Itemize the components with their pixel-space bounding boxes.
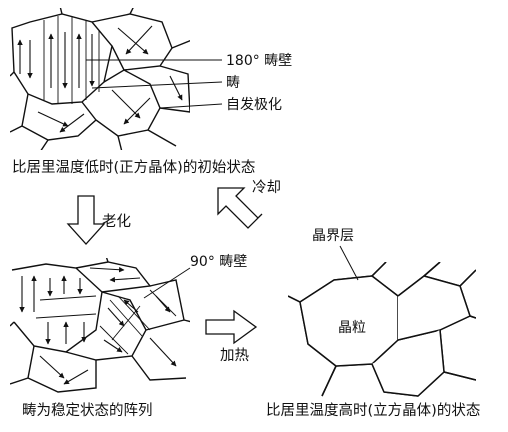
caption-stable-array: 畴为稳定状态的阵列: [22, 402, 153, 419]
polarization-arrows-top: [17, 25, 183, 133]
caption-above-curie: 比居里温度高时(立方晶体)的状态: [266, 402, 480, 419]
grain-label: 晶粒: [338, 320, 366, 336]
spontaneous-polarization-label: 自发极化: [226, 97, 282, 113]
caption-initial-state: 比居里温度低时(正方晶体)的初始状态: [12, 159, 255, 176]
grain-boundaries-bottom: [10, 258, 190, 393]
domain-walls-180: [43, 16, 100, 104]
aging-label: 老化: [102, 213, 131, 230]
cubic-state-microstructure: 晶界层 晶粒: [288, 228, 476, 397]
domain-walls-90: [35, 289, 177, 355]
cooling-arrow: [217, 187, 263, 229]
grain-boundary-layers: [288, 262, 476, 397]
wall-180-label: 180° 畴壁: [226, 53, 292, 69]
heating-arrow: [205, 309, 258, 345]
cooling-label: 冷却: [252, 179, 281, 196]
polarization-arrows-bottom: [19, 266, 177, 385]
heating-label: 加热: [220, 347, 249, 364]
domain-label: 畴: [226, 75, 240, 91]
grain-boundaries-top: [10, 8, 190, 150]
callout-leader-wall-90: [143, 267, 191, 299]
callout-leaders-top: [86, 59, 223, 109]
wall-90-label: 90° 畴壁: [190, 254, 247, 270]
callout-leader-grain-boundary: [339, 245, 359, 281]
aging-arrow: [66, 195, 106, 245]
stable-domain-microstructure: 90° 畴壁: [10, 254, 247, 393]
initial-state-microstructure: 180° 畴壁 畴 自发极化: [10, 8, 292, 150]
grain-boundary-layer-label: 晶界层: [312, 228, 354, 244]
